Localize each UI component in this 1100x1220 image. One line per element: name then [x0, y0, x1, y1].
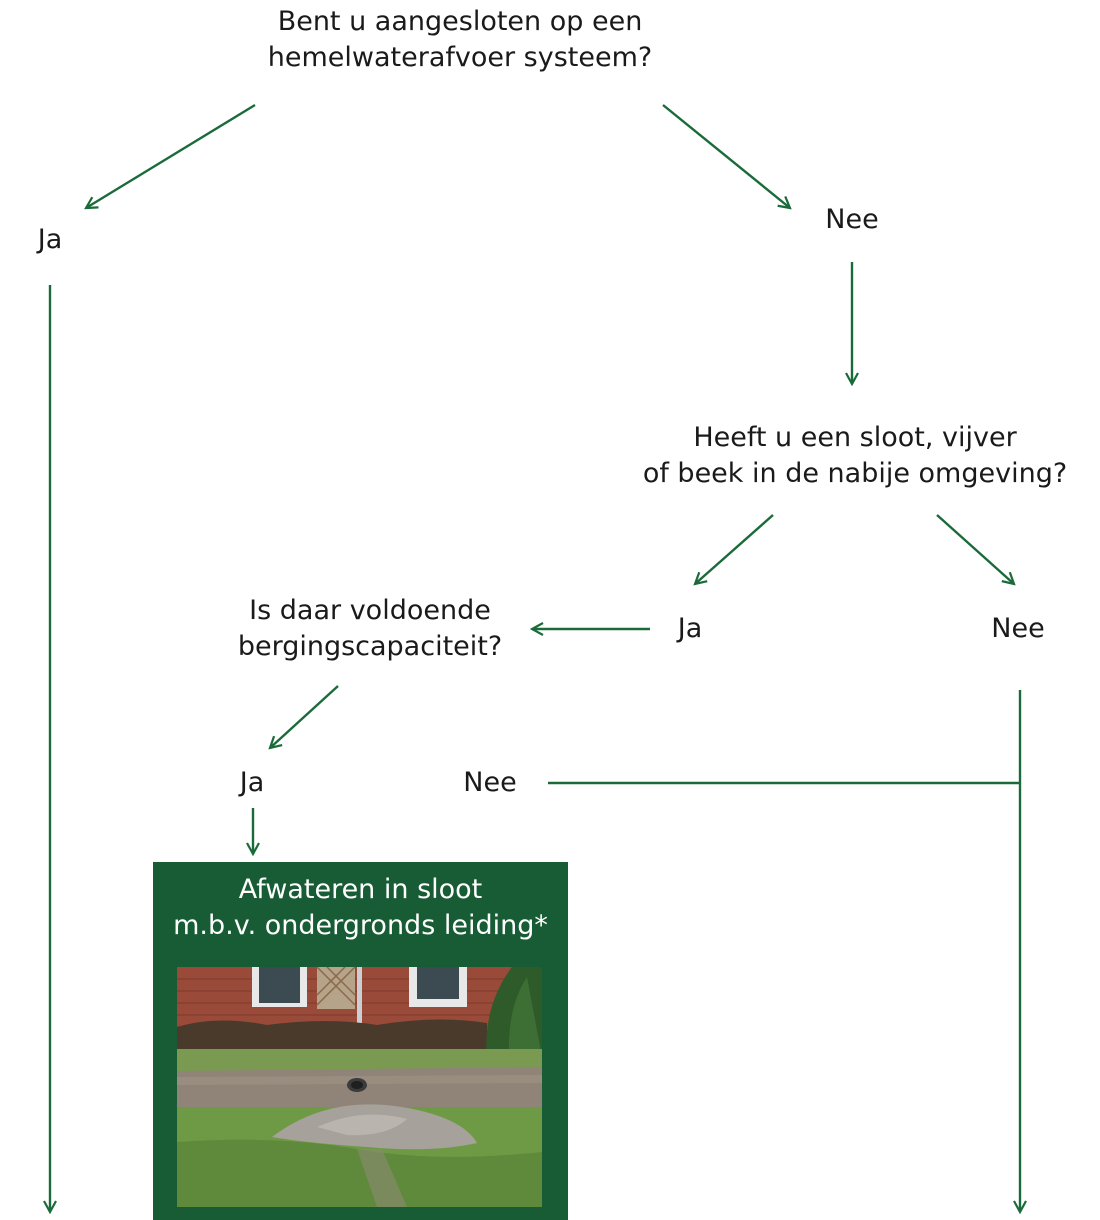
question-line-2: of beek in de nabije omgeving?	[642, 458, 1068, 489]
answer-q3-yes: Ja	[239, 767, 265, 798]
arrow-q1-to-yes	[86, 103, 256, 208]
arrow-q2-to-yes	[695, 514, 774, 584]
drain-outlet-photo	[177, 967, 542, 1207]
arrow-q2-to-no	[936, 514, 1014, 584]
question-line-1: Is daar voldoende	[249, 595, 491, 626]
result-line-1: Afwateren in sloot	[238, 874, 483, 905]
question-line-2: bergingscapaciteit?	[237, 631, 503, 662]
question-line-1: Bent u aangesloten op een	[277, 6, 643, 37]
answer-q2-yes: Ja	[677, 613, 703, 644]
arrow-q1-to-no	[662, 104, 790, 208]
answer-q3-no: Nee	[463, 767, 517, 798]
answer-q1-yes: Ja	[37, 224, 63, 255]
question-line-1: Heeft u een sloot, vijver	[693, 422, 1017, 453]
answer-q2-no: Nee	[991, 613, 1045, 644]
result-box-drain-to-ditch: Afwateren in sloot m.b.v. ondergronds le…	[153, 862, 568, 1220]
result-line-2: m.b.v. ondergronds leiding*	[173, 910, 548, 941]
question-rainwater-system: Bent u aangesloten op een hemelwaterafvo…	[240, 4, 680, 76]
question-ditch-nearby: Heeft u een sloot, vijver of beek in de …	[630, 420, 1080, 492]
question-line-2: hemelwaterafvoer systeem?	[267, 42, 653, 73]
question-storage-capacity: Is daar voldoende bergingscapaciteit?	[220, 593, 520, 665]
arrow-q3-to-yes	[270, 685, 339, 748]
answer-q1-no: Nee	[825, 204, 879, 235]
result-title: Afwateren in sloot m.b.v. ondergronds le…	[153, 872, 568, 944]
